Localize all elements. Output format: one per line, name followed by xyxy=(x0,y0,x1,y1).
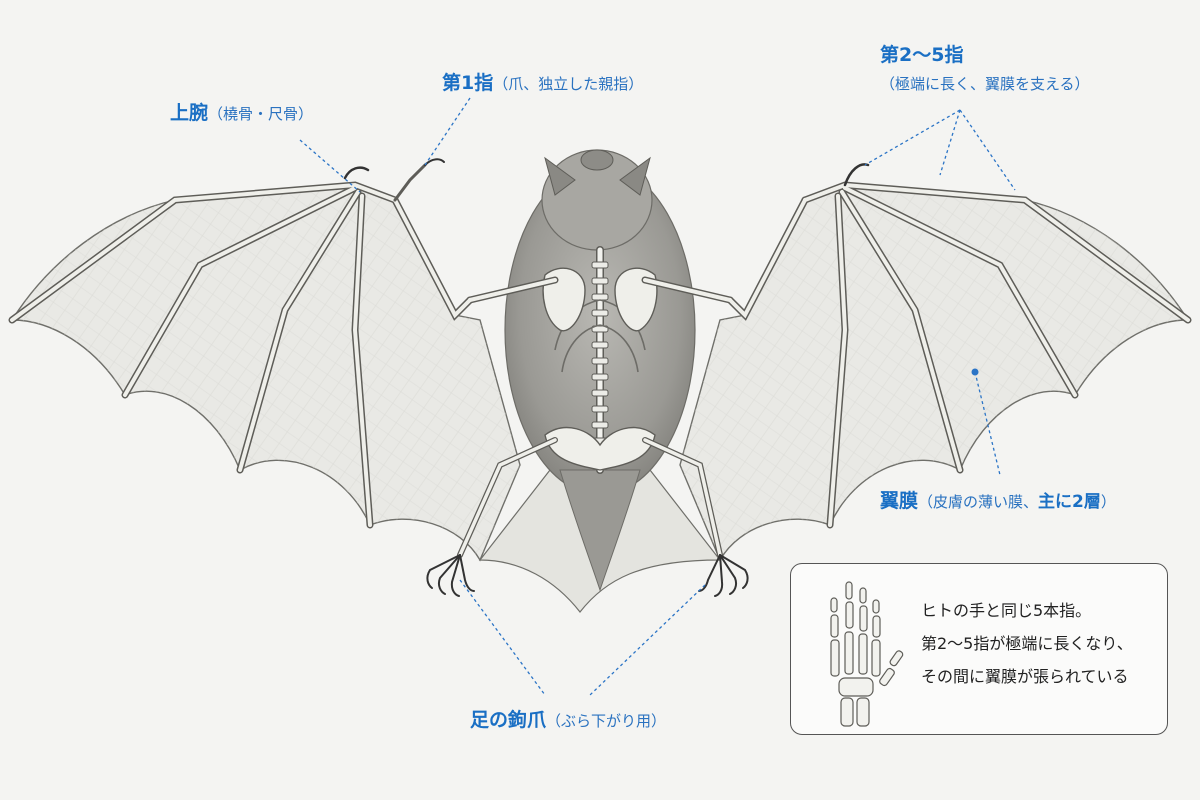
leader-finger-3 xyxy=(939,109,961,176)
label-membrane-emphasis: 主に2層 xyxy=(1038,492,1101,512)
label-membrane-detail: （皮膚の薄い膜、 xyxy=(918,493,1039,511)
snout xyxy=(580,149,614,171)
right-foot-claws xyxy=(698,554,749,597)
leader-finger-4 xyxy=(959,109,1016,191)
label-upper-arm: 上腕（橈骨・尺骨） xyxy=(170,98,313,125)
leader-lines xyxy=(299,97,1016,696)
label-first-finger-detail: （爪、独立した親指） xyxy=(493,75,644,93)
label-membrane: 翼膜（皮膚の薄い膜、主に2層） xyxy=(880,486,1116,513)
label-fingers-2-5: 第2〜5指 （極端に長く、翼膜を支える） xyxy=(880,40,1090,94)
right-wing-bones xyxy=(641,163,1192,529)
leader-first-finger xyxy=(424,97,471,166)
membrane-pointer-dot xyxy=(971,368,979,376)
label-fingers-2-5-detail: （極端に長く、翼膜を支える） xyxy=(880,75,1090,93)
left-thumb-claw xyxy=(424,158,445,166)
label-upper-arm-detail: （橈骨・尺骨） xyxy=(208,105,314,123)
leader-right-claw xyxy=(589,584,706,696)
info-line-2: 第2〜5指が極端に長くなり、 xyxy=(921,634,1133,653)
left-thumb xyxy=(393,163,427,202)
label-first-finger: 第1指（爪、独立した親指） xyxy=(442,68,643,95)
label-foot-claw-detail: （ぶら下がり用） xyxy=(546,712,667,730)
label-membrane-close: ） xyxy=(1100,493,1116,511)
leader-left-claw xyxy=(459,579,546,696)
human-hand-skeleton-icon xyxy=(830,581,904,727)
info-text: ヒトの手と同じ5本指。 第2〜5指が極端に長くなり、 その間に翼膜が張られている xyxy=(921,594,1133,693)
left-ear xyxy=(544,156,576,196)
info-box: ヒトの手と同じ5本指。 第2〜5指が極端に長くなり、 その間に翼膜が張られている xyxy=(790,563,1168,735)
legs xyxy=(457,437,723,558)
leader-upper-arm xyxy=(299,139,361,193)
left-wrist-hook xyxy=(343,166,370,180)
label-fingers-2-5-title: 第2〜5指 xyxy=(880,44,964,66)
pelvis xyxy=(544,426,656,471)
leader-finger-2 xyxy=(864,109,961,166)
info-line-3: その間に翼膜が張られている xyxy=(921,667,1129,686)
right-ear xyxy=(619,156,651,196)
info-line-1: ヒトの手と同じ5本指。 xyxy=(921,601,1092,620)
left-wing-bones xyxy=(8,158,559,529)
label-first-finger-title: 第1指 xyxy=(442,72,494,94)
label-membrane-title: 翼膜 xyxy=(880,490,919,512)
label-foot-claw: 足の鉤爪（ぶら下がり用） xyxy=(470,705,666,732)
label-foot-claw-title: 足の鉤爪 xyxy=(470,709,547,731)
left-foot-claws xyxy=(426,554,475,597)
label-upper-arm-title: 上腕 xyxy=(170,102,209,124)
